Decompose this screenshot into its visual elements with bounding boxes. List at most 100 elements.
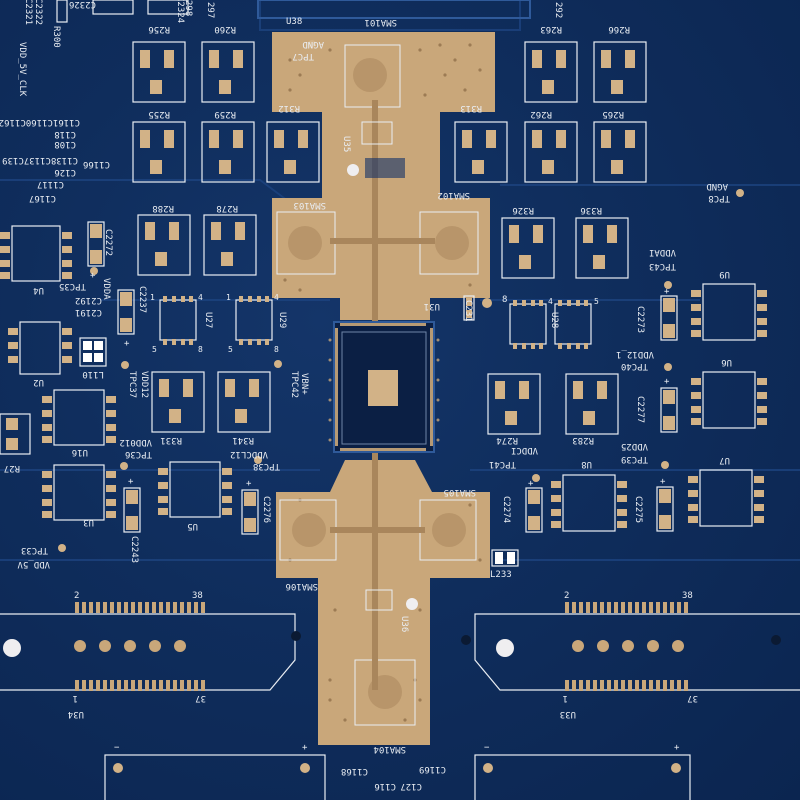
label-tpc39: TPC39 — [621, 454, 648, 464]
label-sma105: SMA105 — [443, 487, 476, 497]
label-sma106: SMA106 — [285, 581, 318, 591]
label-u28: U28 — [549, 312, 559, 328]
label-minus-right: − — [484, 743, 490, 753]
label-plus-c2243: + — [128, 477, 134, 487]
label-r312: R312 — [278, 103, 300, 113]
label-plus-c2237: + — [124, 339, 130, 349]
label-r341: R341 — [232, 435, 254, 445]
label-r266: R266 — [608, 24, 630, 34]
label-tpc7: TPC7 — [292, 51, 314, 61]
label-u16: U16 — [72, 447, 88, 457]
silkscreen-labels: U38 SMA101 TPC7 AGND U35 SMA103 SMA102 U… — [0, 0, 732, 791]
label-u29-pin8: 8 — [274, 345, 279, 354]
label-c2277: C2277 — [635, 396, 645, 423]
connector-u34 — [0, 602, 301, 691]
label-pin1-right: 1 — [563, 693, 568, 703]
label-u7: U7 — [719, 455, 730, 465]
label-plus-c2276: + — [246, 479, 252, 489]
label-c116: C116 — [374, 781, 396, 791]
label-u5: U5 — [187, 521, 198, 531]
label-vddcl12: VDDCL12 — [230, 449, 268, 459]
label-292: 292 — [553, 2, 563, 18]
label-c2324: C2324 — [175, 0, 185, 23]
label-agnd2: AGND — [706, 181, 728, 191]
label-r300: R300 — [51, 26, 61, 48]
label-c231: C231 — [463, 300, 473, 322]
label-pin2-right: 2 — [564, 591, 569, 601]
soic-footprints — [0, 225, 767, 532]
label-tpc33: TPC33 — [21, 545, 48, 555]
label-c2237: C2237 — [137, 286, 147, 313]
label-u8: U8 — [581, 459, 592, 469]
label-c118: C118 — [54, 129, 76, 139]
connector-u33 — [461, 602, 800, 691]
label-tpc37: TPC37 — [127, 371, 137, 398]
label-vdd5vclk: VDD_5V_CLK — [17, 42, 27, 97]
label-pin2-left: 2 — [74, 591, 79, 601]
label-plus-c2274: + — [528, 479, 534, 489]
label-r263: R263 — [540, 24, 562, 34]
label-sma103: SMA103 — [293, 200, 326, 210]
label-c1138: C1138C1137C139 — [2, 155, 78, 165]
label-sma101: SMA101 — [364, 17, 397, 27]
label-c126: C126 — [54, 167, 76, 177]
label-tpc43: TPC43 — [649, 261, 676, 271]
rf-copper-plane — [272, 32, 495, 745]
label-u29-pin4: 4 — [274, 293, 279, 302]
label-vdda: VDDA — [101, 278, 111, 300]
label-c1168: C1168 — [341, 766, 368, 776]
label-r255: R255 — [148, 109, 170, 119]
label-c2191: C2191 — [75, 307, 102, 317]
label-u27-pin4: 4 — [198, 293, 203, 302]
label-c1161: C1161C1160C1162 — [0, 117, 80, 127]
test-points — [58, 40, 744, 552]
label-tpc41: TPC41 — [489, 459, 516, 469]
label-r313: R313 — [460, 103, 482, 113]
label-297: 297 — [205, 2, 215, 18]
label-plus-c2277: + — [664, 377, 670, 387]
label-c1166: C1166 — [83, 159, 110, 169]
label-tpc42: TPC42 — [289, 371, 299, 398]
label-r262: R262 — [530, 109, 552, 119]
label-r27: R27 — [4, 463, 20, 473]
label-u35: U35 — [341, 136, 351, 152]
label-c2274: C2274 — [501, 496, 511, 523]
label-u27-pin1: 1 — [150, 293, 155, 302]
label-u33: U33 — [560, 709, 576, 719]
label-c2322: C2322 — [33, 0, 43, 25]
label-pin1-left: 1 — [73, 693, 78, 703]
label-r278: R278 — [216, 203, 238, 213]
label-u9: U9 — [719, 269, 730, 279]
label-r259: R259 — [214, 109, 236, 119]
label-l233: L233 — [490, 570, 512, 580]
label-r326: R326 — [512, 205, 534, 215]
label-plus-c2272: + — [90, 271, 96, 281]
label-agnd: AGND — [302, 39, 324, 49]
label-sma104: SMA104 — [373, 744, 406, 754]
label-u31: U31 — [424, 301, 440, 311]
label-c1169: C1169 — [419, 764, 446, 774]
label-c2273: C2273 — [635, 306, 645, 333]
label-pin37-right: 37 — [687, 693, 698, 703]
label-vddai: VDDAI — [649, 247, 676, 257]
label-plus-left: + — [302, 743, 308, 753]
label-pin38-right: 38 — [682, 591, 693, 601]
label-r331: R331 — [160, 435, 182, 445]
label-plus-c2275: + — [660, 477, 666, 487]
label-u36: U36 — [399, 616, 409, 632]
label-vdd12-1: VDD12_1 — [616, 349, 654, 359]
label-l110: L110 — [82, 369, 104, 379]
label-tpc40: TPC40 — [621, 361, 648, 371]
label-u38: U38 — [286, 17, 302, 27]
label-vddci: VDDCI — [511, 445, 538, 455]
label-c2275: C2275 — [633, 496, 643, 523]
label-c2276: C2276 — [261, 496, 271, 523]
label-u34: U34 — [68, 709, 84, 719]
label-r288: R288 — [152, 203, 174, 213]
label-u28-pin5: 5 — [594, 297, 599, 306]
label-u29-pin5: 5 — [228, 345, 233, 354]
label-u29-pin1: 1 — [226, 293, 231, 302]
label-u26: 8 — [502, 295, 507, 305]
label-sma102: SMA102 — [437, 190, 470, 200]
label-r260: R260 — [214, 24, 236, 34]
